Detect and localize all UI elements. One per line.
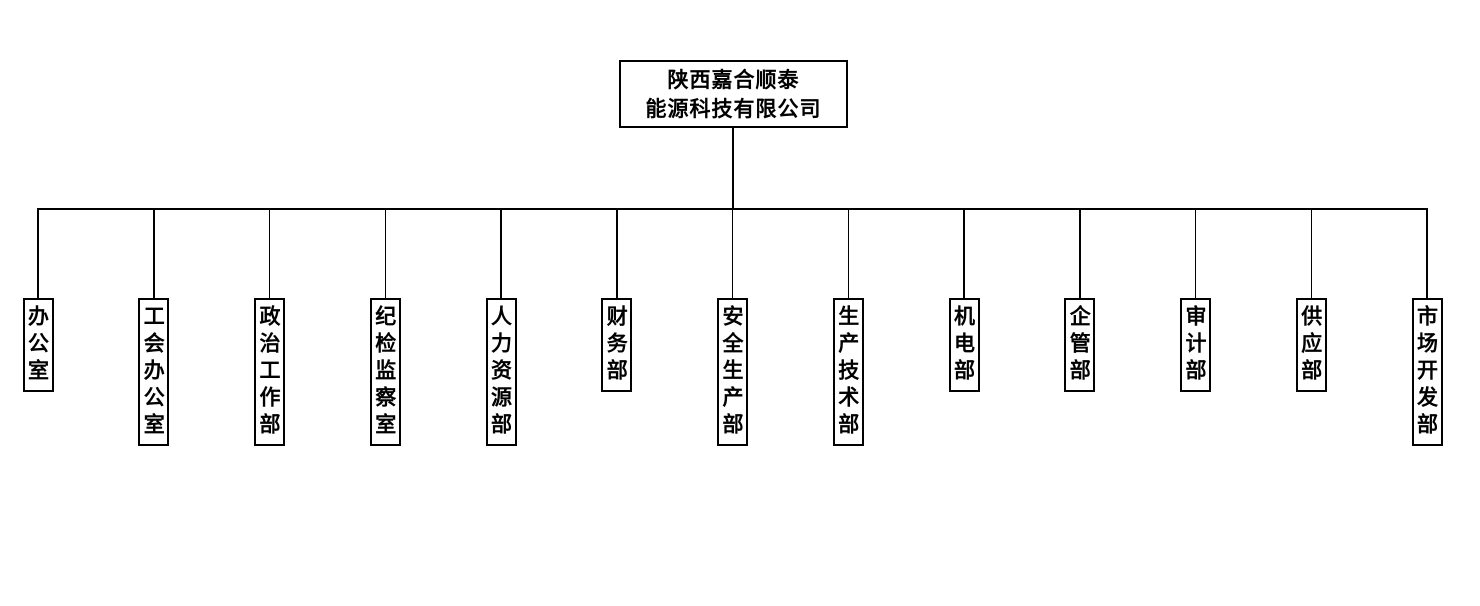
department-node: 工会办公室 [138,298,170,446]
department-group: 企管部 [1064,208,1096,392]
department-label: 机电部 [951,305,977,386]
department-node: 供应部 [1295,298,1327,392]
department-label: 企管部 [1067,305,1093,386]
department-label: 办公室 [25,305,51,386]
department-label: 市场开发部 [1414,305,1440,440]
department-label: 人力资源部 [488,305,514,440]
department-group: 政治工作部 [254,208,285,446]
connector-stub [731,208,734,298]
department-label: 生产技术部 [835,305,861,440]
connector-stub [847,208,849,298]
connector-root-drop [732,128,734,209]
department-group: 安全生产部 [717,208,748,446]
department-group: 审计部 [1180,208,1211,392]
connector-stub [384,208,386,298]
department-group: 财务部 [601,208,633,392]
department-node: 市场开发部 [1411,298,1443,446]
department-node: 生产技术部 [832,298,864,446]
connector-stub [616,208,618,298]
connector-stub [153,208,155,298]
department-group: 工会办公室 [138,208,170,446]
department-node: 机电部 [948,298,980,392]
department-node: 企管部 [1064,298,1096,392]
department-label: 工会办公室 [141,305,167,440]
root-node-name-line1: 陕西嘉合顺泰 [667,67,800,92]
connector-stub [37,208,39,298]
department-node: 财务部 [601,298,633,392]
department-group: 人力资源部 [485,208,517,446]
connector-stub [1194,208,1197,298]
connector-stub [1426,208,1428,298]
department-node: 审计部 [1180,298,1211,392]
department-group: 生产技术部 [832,208,864,446]
department-node: 安全生产部 [717,298,748,446]
department-label: 政治工作部 [257,305,282,440]
department-label: 纪检监察室 [372,305,398,440]
department-group: 办公室 [22,208,54,392]
connector-stub [268,208,271,298]
department-group: 纪检监察室 [369,208,401,446]
department-node: 办公室 [22,298,54,392]
connector-stub [1310,208,1312,298]
department-label: 安全生产部 [720,305,745,440]
connector-stub [963,208,965,298]
department-group: 机电部 [948,208,980,392]
department-label: 审计部 [1183,305,1208,386]
root-node-name-line2: 能源科技有限公司 [645,96,822,121]
connector-stub [500,208,502,298]
department-node: 政治工作部 [254,298,285,446]
department-node: 纪检监察室 [369,298,401,446]
root-node: 陕西嘉合顺泰 能源科技有限公司 [619,60,848,128]
department-group: 市场开发部 [1411,208,1443,446]
department-label: 供应部 [1298,305,1324,386]
connector-stub [1079,208,1081,298]
department-group: 供应部 [1295,208,1327,392]
department-label: 财务部 [604,305,630,386]
department-node: 人力资源部 [485,298,517,446]
